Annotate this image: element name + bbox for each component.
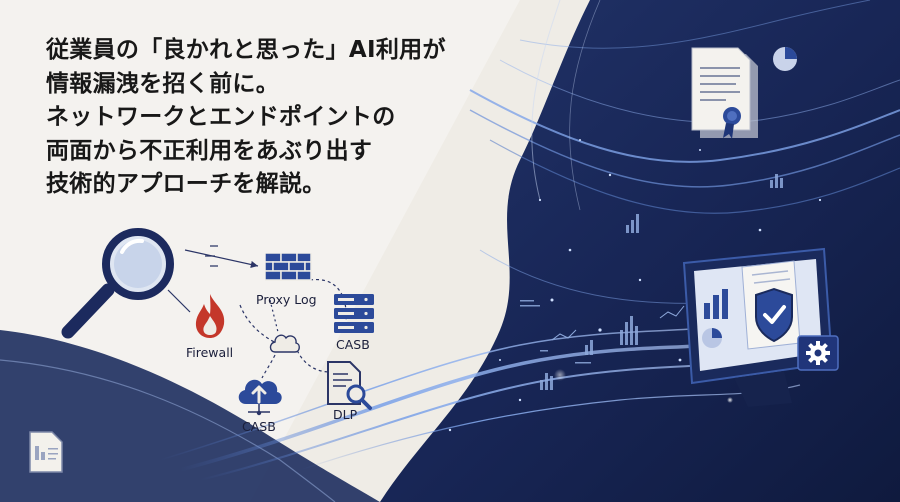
dlp-label: DLP [333, 407, 358, 422]
headline: 従業員の「良かれと思った」AI利用が 情報漏洩を招く前に。 ネットワークとエンド… [46, 34, 446, 202]
monitor-icon [682, 247, 834, 407]
bar-chart-icon [704, 289, 728, 319]
cloud-hub-icon [269, 334, 300, 353]
server-stack-icon [334, 294, 374, 333]
certificate-document-icon [691, 47, 758, 139]
magnifier-icon [61, 228, 174, 339]
lower-left-navy-wave [0, 330, 380, 502]
firewall-label: Firewall [186, 345, 234, 360]
gear-icon [797, 335, 839, 371]
headline-line-5: 技術的アプローチを解説。 [46, 171, 326, 197]
proxy-log-label: Proxy Log [256, 292, 317, 307]
brick-wall-icon [265, 253, 312, 281]
cloud-upload-icon [238, 379, 282, 416]
mini-bar-charts [520, 174, 783, 390]
casb-cloud-label: CASB [242, 419, 276, 434]
casb-server-label: CASB [336, 337, 370, 352]
headline-line-1: 従業員の「良かれと思った」AI利用が [46, 37, 446, 63]
sparkles [448, 139, 822, 432]
headline-line-2: 情報漏洩を招く前に。 [46, 70, 279, 97]
document-search-icon [327, 361, 372, 410]
shield-check-icon [755, 287, 793, 343]
headline-line-3: ネットワークとエンドポイントの [46, 104, 396, 130]
pie-chart-icon [773, 47, 797, 71]
firewall-flame-icon [195, 294, 225, 338]
headline-line-4: 両面から不正利用をあぶり出す [46, 137, 373, 164]
document-icon [29, 431, 63, 473]
